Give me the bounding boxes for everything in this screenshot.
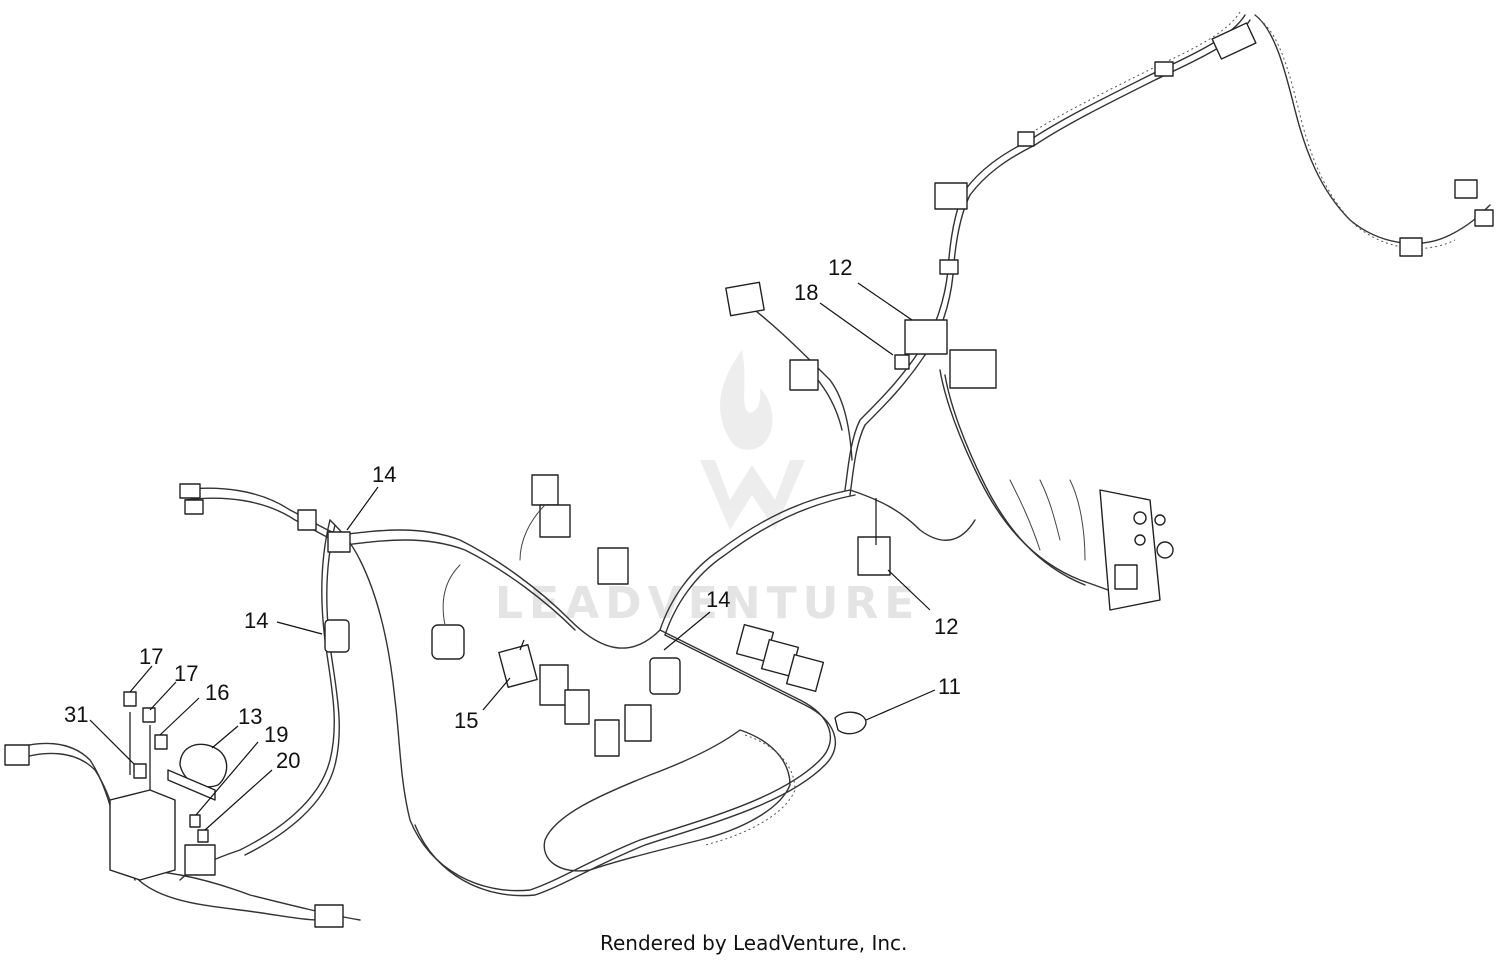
- callout-31: 31: [64, 702, 88, 727]
- callout-12-lower: 12: [934, 614, 958, 639]
- main-harness: [4, 11, 1494, 928]
- callout-19: 19: [264, 722, 288, 747]
- callout-18: 18: [794, 280, 818, 305]
- callout-13: 13: [238, 704, 262, 729]
- footer-credit: Rendered by LeadVenture, Inc.: [600, 931, 907, 955]
- callout-11: 11: [938, 674, 961, 699]
- callout-15: 15: [454, 708, 478, 733]
- callout-12-upper: 12: [828, 255, 852, 280]
- callout-14-left: 14: [244, 608, 268, 633]
- callout-14-upper-left: 14: [372, 462, 396, 487]
- callout-20: 20: [276, 748, 300, 773]
- callout-16: 16: [205, 680, 229, 705]
- callout-labels: 12 18 14 14 14 12 15 11 17 17 16 31 13 1…: [64, 255, 961, 773]
- callout-14-center: 14: [706, 587, 730, 612]
- watermark-logo: [700, 350, 805, 530]
- callout-leaders: [89, 282, 936, 831]
- callout-17-a: 17: [139, 644, 163, 669]
- callout-17-b: 17: [174, 661, 198, 686]
